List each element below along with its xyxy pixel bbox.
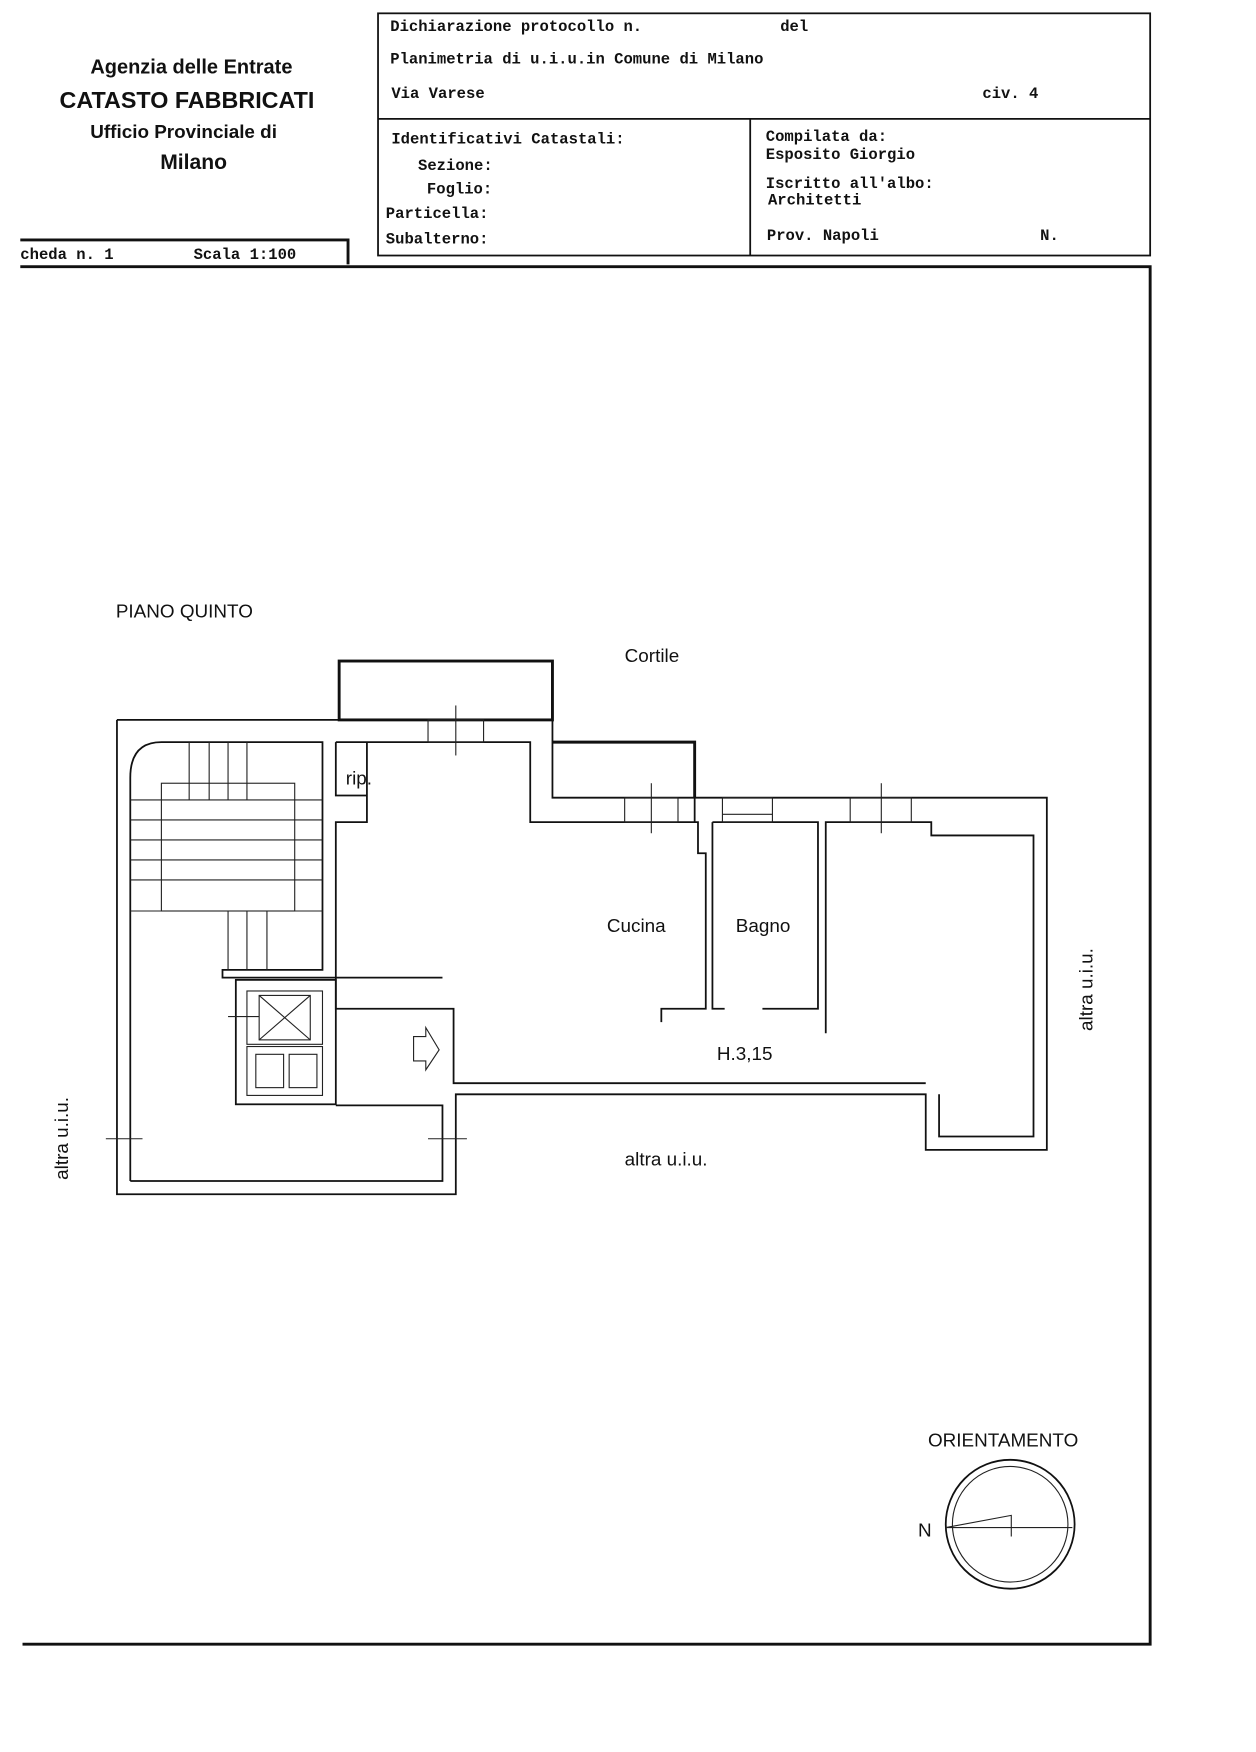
registered-value: Architetti <box>768 191 861 209</box>
balcony-right <box>552 740 697 798</box>
other-unit-right: altra u.i.u. <box>1076 948 1097 1031</box>
storage-label: rip. <box>346 768 372 789</box>
window <box>721 797 773 823</box>
bath-left-wall <box>711 822 725 1010</box>
compiled-label: Compilata da: <box>766 128 887 146</box>
balcony-top <box>337 659 554 722</box>
lift-shaft <box>234 978 337 1106</box>
office-label: Ufficio Provinciale di <box>90 122 277 143</box>
compiled-by: Esposito Giorgio <box>766 146 915 164</box>
registered-label: Iscritto all'albo: <box>766 175 934 193</box>
office-city: Milano <box>160 151 227 174</box>
stairwell <box>105 741 467 1182</box>
header-border <box>377 12 1152 257</box>
scale-label: Scala 1:100 <box>194 246 297 264</box>
entrance-arrow-icon <box>413 1025 440 1072</box>
floor-plan: PIANO QUINTO Cortile <box>52 602 1097 1196</box>
floor-label: PIANO QUINTO <box>116 602 253 623</box>
scheda-border <box>20 238 350 265</box>
orientation-compass: ORIENTAMENTO N <box>918 1430 1078 1590</box>
protocol-label: Dichiarazione protocollo n. <box>390 18 642 36</box>
north-label: N <box>918 1520 932 1541</box>
civic-label: civ. 4 <box>982 85 1038 103</box>
particella-label: Particella: <box>386 205 489 223</box>
planimetry-label: Planimetria di u.i.u.in Comune di Milano <box>390 50 763 68</box>
orientation-title: ORIENTAMENTO <box>928 1430 1078 1451</box>
sezione-label: Sezione: <box>418 157 493 175</box>
foglio-label: Foglio: <box>427 180 492 198</box>
drawing-frame <box>20 265 1152 1646</box>
header-box: Dichiarazione protocollo n. del Planimet… <box>377 12 1152 257</box>
del-label: del <box>780 18 808 36</box>
courtyard-label: Cortile <box>625 646 680 667</box>
kitchen-wall <box>335 741 707 1023</box>
height-label: H.3,15 <box>717 1044 773 1065</box>
outer-wall <box>116 719 1048 1196</box>
agency-header: Agenzia delle Entrate CATASTO FABBRICATI… <box>60 56 315 174</box>
north-arrow-icon <box>945 1514 1012 1537</box>
number-label: N. <box>1040 227 1059 245</box>
sheet-number: cheda n. 1 <box>20 246 113 264</box>
bedroom-wall <box>824 821 1035 1138</box>
agency-name: Agenzia delle Entrate <box>90 56 292 78</box>
catasto-title: CATASTO FABBRICATI <box>60 87 315 113</box>
storage-wall <box>334 742 367 797</box>
bathroom-label: Bagno <box>736 916 791 937</box>
identifiers-label: Identificativi Catastali: <box>391 130 624 148</box>
scheda-box: cheda n. 1 Scala 1:100 <box>20 238 350 265</box>
windows <box>427 705 912 834</box>
lift-cross-icon <box>258 994 311 1041</box>
province-label: Prov. Napoli <box>767 227 879 245</box>
other-unit-bottom: altra u.i.u. <box>625 1149 708 1170</box>
kitchen-label: Cucina <box>607 916 666 937</box>
subalterno-label: Subalterno: <box>386 230 489 248</box>
street-label: Via Varese <box>391 85 484 103</box>
other-unit-left: altra u.i.u. <box>52 1097 73 1180</box>
living-wall <box>334 742 926 1085</box>
